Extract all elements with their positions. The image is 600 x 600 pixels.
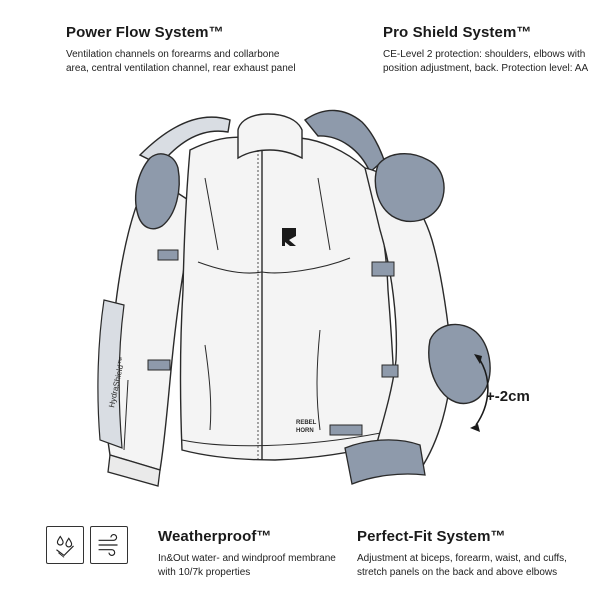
badge-line-1: REBEL xyxy=(296,420,317,426)
pro-shield-title: Pro Shield System™ xyxy=(383,24,532,41)
power-flow-description: Ventilation channels on forearms and col… xyxy=(66,49,296,74)
weatherproof-title: Weatherproof™ xyxy=(158,528,272,545)
right-sleeve xyxy=(344,167,453,485)
perfect-fit-title: Perfect-Fit System™ xyxy=(357,528,506,545)
power-flow-title: Power Flow System™ xyxy=(66,24,224,41)
left-shoulder-protector xyxy=(134,153,180,230)
water-drops-icon xyxy=(46,526,84,564)
left-sleeve: HydraShield™ xyxy=(97,174,197,487)
elbow-protector xyxy=(428,323,491,405)
wind-icon xyxy=(90,526,128,564)
badge-line-2: HORN xyxy=(296,428,314,434)
jacket-back-panel xyxy=(138,109,385,174)
jacket-torso: REBEL HORN xyxy=(179,113,397,461)
perfect-fit-feature: Perfect-Fit System™ Adjustment at biceps… xyxy=(357,528,592,580)
right-shoulder-protector xyxy=(374,153,445,223)
adjustment-arrow-icon xyxy=(475,359,489,426)
power-flow-feature: Power Flow System™ Ventilation channels … xyxy=(66,24,296,76)
weatherproof-description: In&Out water- and windproof membrane wit… xyxy=(158,553,336,578)
pro-shield-description: CE-Level 2 protection: shoulders, elbows… xyxy=(383,49,589,74)
weatherproof-feature: Weatherproof™ In&Out water- and windproo… xyxy=(158,528,348,580)
adjustment-label: +-2cm xyxy=(486,388,530,405)
pro-shield-feature: Pro Shield System™ CE-Level 2 protection… xyxy=(383,24,593,76)
brand-logo-icon xyxy=(282,228,296,246)
perfect-fit-description: Adjustment at biceps, forearm, waist, an… xyxy=(357,553,567,578)
